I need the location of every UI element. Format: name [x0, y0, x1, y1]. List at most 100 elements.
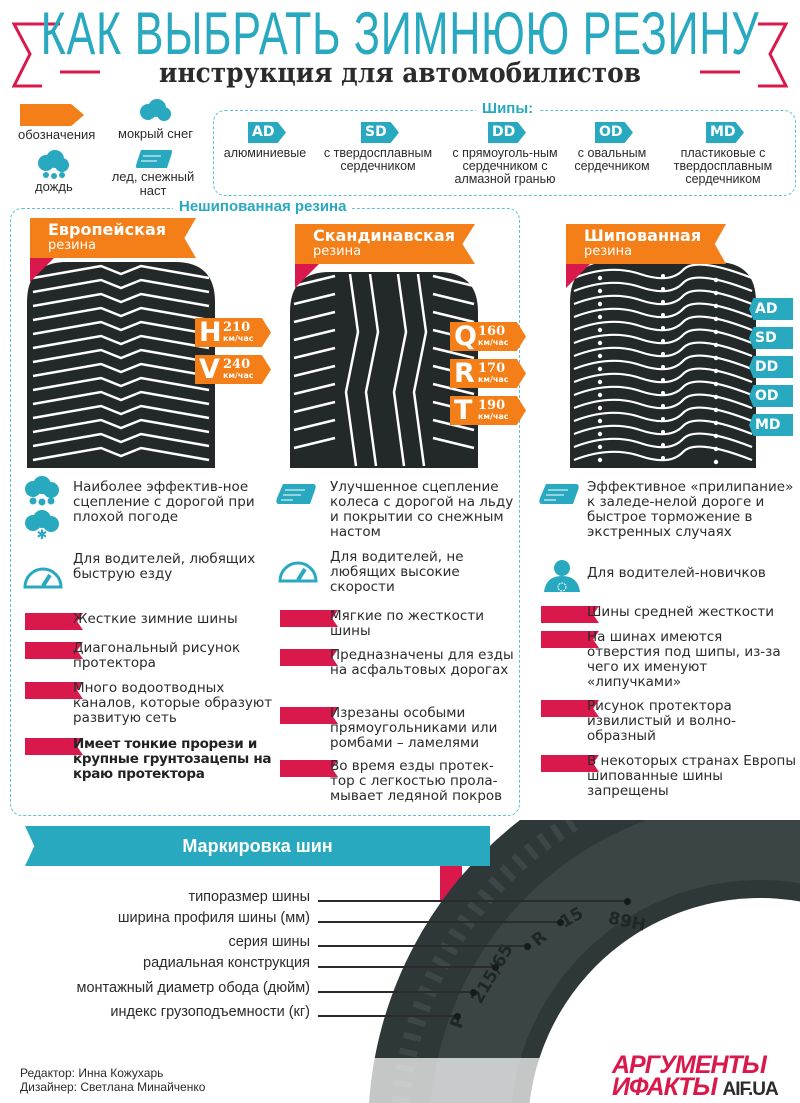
stud-tag-od: OD: [749, 385, 793, 407]
rain-icon: [22, 476, 62, 510]
spike-badge-md: MD: [706, 122, 744, 143]
marking-leader-line: [318, 921, 560, 923]
point-text: Рисунок протектора извилистый и волно-об…: [587, 698, 736, 744]
speed-value: 210: [223, 320, 251, 335]
marking-label: ширина профиля шины (мм): [117, 910, 310, 926]
spike-label: пластиковые с твердосплавным сердечником: [673, 146, 773, 186]
novice-driver-icon: [542, 558, 582, 596]
marking-leader-line: [318, 1015, 457, 1017]
marking-label: индекс грузоподъемности (кг): [110, 1004, 310, 1020]
spike-label: с прямоуголь-ным сердечником с алмазной …: [452, 146, 558, 186]
tire-name: Скандинавская: [313, 226, 455, 245]
marking-leader-line: [318, 900, 627, 902]
bullet-flag-icon: [25, 613, 83, 630]
marking-leader-line: [318, 945, 527, 947]
spike-label: с твердосплавным сердечником: [323, 146, 433, 173]
marking-label: типоразмер шины: [188, 889, 310, 905]
stud-tag-dd: DD: [749, 356, 793, 378]
speed-letter: R: [454, 358, 475, 389]
tire-sub: резина: [48, 238, 97, 253]
ice-icon: [275, 480, 317, 512]
bullet-flag-icon: [280, 610, 338, 627]
feature-text: Наиболее эффектив-ное сцепление с дорого…: [73, 479, 255, 525]
ice-icon: [136, 150, 172, 168]
marking-dot: [524, 943, 531, 950]
marking-dot: [470, 989, 477, 996]
point-text: На шинах имеются отверстия под шипы, из-…: [587, 629, 781, 690]
speed-letter: H: [199, 317, 222, 348]
designation-flag-icon: [20, 104, 84, 126]
point-text: Имеет тонкие прорези и крупные грунтозац…: [73, 736, 272, 782]
feature-text: Для водителей, любящих быструю езду: [73, 551, 256, 582]
page-title: КАК ВЫБРАТЬ ЗИМНЮЮ РЕЗИНУ: [40, 0, 760, 67]
bullet-flag-icon: [280, 649, 338, 666]
bullet-flag-icon: [25, 682, 83, 699]
spike-badge-ad: AD: [248, 122, 286, 143]
spike-badge-dd: DD: [488, 122, 526, 143]
marking-dot: [624, 898, 631, 905]
spikes-title: Шипы:: [476, 100, 540, 117]
point-text: Во время езды протек-тор с легкостью про…: [330, 758, 503, 804]
stud-tag-md: MD: [749, 414, 793, 436]
speed-value: 170: [478, 361, 506, 376]
wet-snow-icon: ✱: [22, 510, 62, 544]
marking-dot: [557, 919, 564, 926]
aif-logo[interactable]: АРГУМЕНТЫ ИФАКТЫ AIF.UA: [612, 1053, 779, 1101]
marking-label: радиальная конструкция: [143, 955, 310, 971]
point-text: Предназначены для езды на асфальтовых до…: [330, 647, 514, 678]
european-tread-image: [27, 262, 215, 468]
bullet-flag-icon: [280, 760, 338, 777]
legend-rain: дождь: [35, 179, 73, 194]
bullet-flag-icon: [280, 707, 338, 724]
speed-letter: V: [199, 354, 220, 385]
speed-letter: T: [454, 395, 473, 426]
bullet-flag-icon: [541, 700, 599, 717]
rain-icon: [38, 150, 69, 179]
bullet-flag-icon: [25, 738, 83, 755]
marking-dot: [454, 1013, 461, 1020]
speed-value: 160: [478, 324, 506, 339]
feature-text: Для водителей, не любящих высокие скорос…: [330, 549, 464, 595]
point-text: Шины средней жесткости: [587, 604, 775, 620]
marking-label: серия шины: [228, 934, 310, 950]
spike-label: с овальным сердечником: [574, 146, 650, 173]
feature-text: Улучшенное сцепление колеса с дорогой на…: [330, 479, 514, 540]
bullet-flag-icon: [541, 631, 599, 648]
point-text: Жесткие зимние шины: [73, 611, 238, 627]
tire-sub: резина: [313, 244, 362, 259]
speedometer-slow-icon: [277, 554, 319, 588]
tire-sub: резина: [584, 244, 633, 259]
svg-text:✱: ✱: [150, 115, 160, 129]
scandinavian-tread-image: [290, 272, 478, 468]
stud-tag-sd: SD: [749, 327, 793, 349]
corner-marker: [30, 258, 54, 282]
speed-unit: км/час: [223, 371, 254, 380]
tire-name: Европейская: [48, 220, 167, 239]
point-text: Диагональный рисунок протектора: [73, 640, 241, 671]
legend-ice: лед, снежный наст: [111, 169, 195, 198]
speed-unit: км/час: [478, 338, 509, 347]
svg-text:✱: ✱: [37, 528, 48, 540]
speed-value: 240: [223, 357, 251, 372]
point-text: Мягкие по жесткости шины: [330, 608, 484, 639]
logo-line2: ИФАКТЫ: [612, 1073, 718, 1101]
speed-letter: Q: [454, 321, 477, 352]
speedometer-fast-icon: [22, 560, 64, 594]
point-text: В некоторых странах Европы шипованные ши…: [587, 753, 797, 799]
point-text: Много водоотводных каналов, которые обра…: [73, 680, 273, 726]
speed-value: 190: [478, 398, 506, 413]
marking-leader-line: [318, 966, 495, 968]
designer-credit: Дизайнер: Светлана Минайченко: [20, 1080, 206, 1094]
legend-designations: обозначения: [18, 127, 96, 142]
feature-text: Эффективное «прилипание» к заледе-нелой …: [587, 479, 794, 540]
corner-marker: [566, 264, 590, 288]
editor-credit: Редактор: Инна Кожухарь: [20, 1066, 164, 1080]
spike-badge-od: OD: [595, 122, 633, 143]
tire-sidewall-image: [360, 820, 800, 1103]
